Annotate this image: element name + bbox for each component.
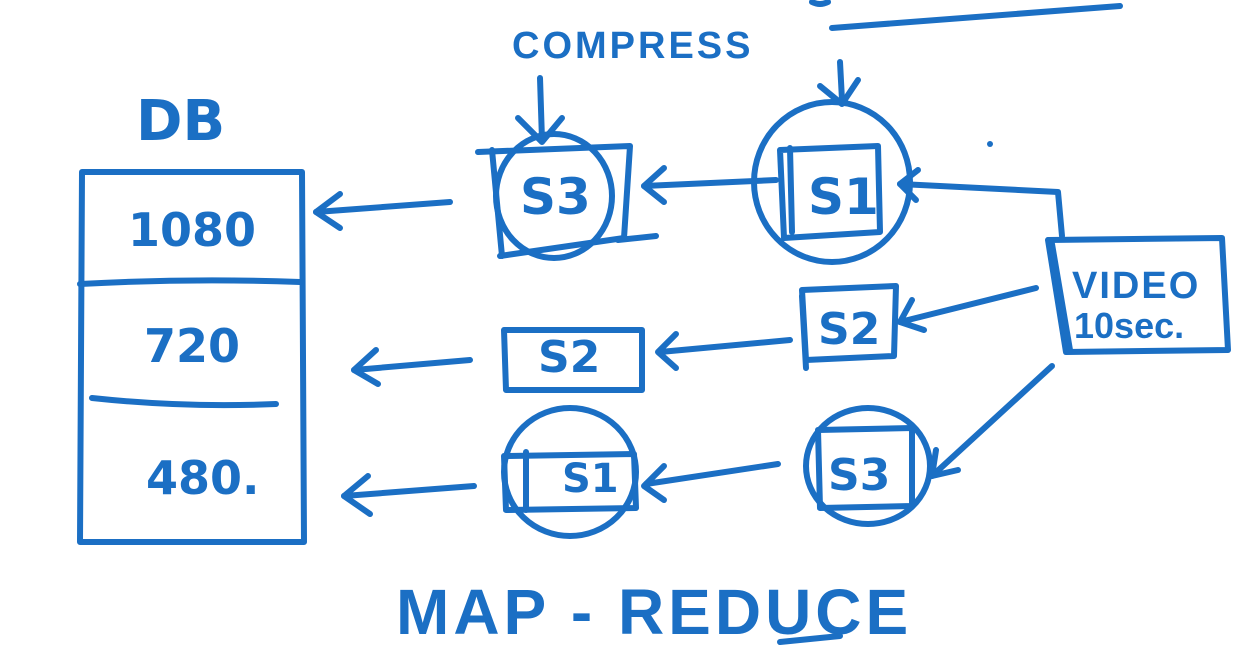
video-source: VIDEO 10sec. (1045, 235, 1231, 355)
database-outline (77, 169, 307, 545)
database-title: DB (136, 89, 225, 154)
reduce-node-s1-label: S1 (562, 456, 619, 502)
database-row-1080: 1080 (128, 203, 256, 257)
compress-label: COMPRESS (512, 25, 753, 67)
arrow-video-to-s3 (929, 363, 1055, 479)
map-node-s2: S2 (799, 283, 899, 371)
map-node-s2-label: S2 (818, 304, 880, 355)
incoming-arrow-s1 (817, 59, 861, 107)
compress-arrow (515, 75, 565, 145)
map-node-s1-label: S1 (808, 168, 879, 226)
arrow-video-to-s1 (897, 167, 1065, 239)
database-divider-1 (77, 277, 303, 287)
map-node-s3: S3 (803, 405, 933, 527)
arrow-reduce-s3-to-db (313, 191, 453, 231)
arrow-map-s2-to-reduce-s2 (655, 331, 793, 371)
arrow-reduce-s2-to-db (351, 347, 473, 387)
top-stroke-fragment (809, 0, 831, 7)
arrow-reduce-s1-to-db (341, 473, 477, 517)
reduce-node-s2: S2 (501, 327, 645, 393)
arrow-map-s3-to-reduce-s1 (641, 461, 781, 503)
top-stroke (829, 3, 1123, 31)
arrow-map-s1-to-reduce-s3 (641, 165, 779, 205)
reduce-node-s1: S1 (501, 405, 639, 539)
database-row-480: 480. (146, 451, 260, 505)
video-source-line1: VIDEO (1072, 265, 1200, 307)
stray-dot (987, 141, 993, 147)
database: DB 1080 720 480. (77, 89, 307, 545)
map-node-s3-label: S3 (828, 450, 890, 501)
diagram-caption: MAP - REDUCE (396, 576, 912, 645)
database-divider-2 (89, 395, 279, 409)
caption-underline-fragment (777, 633, 843, 645)
arrow-video-to-s2 (897, 285, 1039, 333)
reduce-node-s3: S3 (475, 131, 659, 261)
video-source-line2: 10sec. (1074, 305, 1184, 346)
database-row-720: 720 (144, 319, 240, 373)
reduce-node-s2-label: S2 (538, 332, 600, 383)
reduce-node-s3-label: S3 (520, 168, 591, 226)
